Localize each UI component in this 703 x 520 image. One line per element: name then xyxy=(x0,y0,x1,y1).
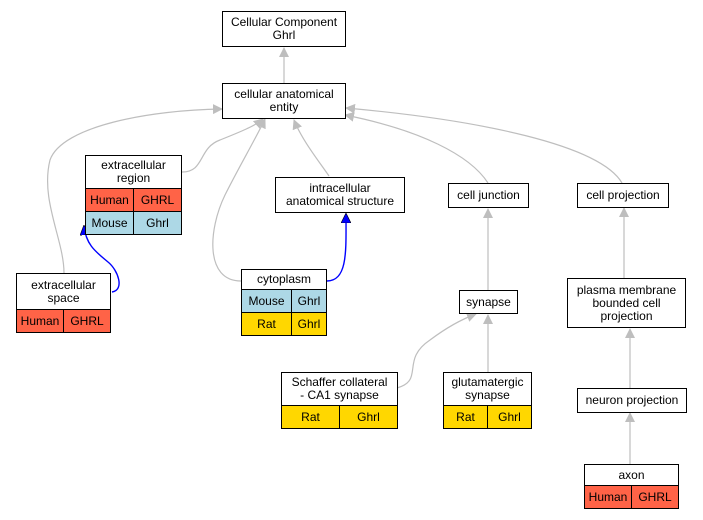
node-label-line: extracellular xyxy=(31,277,96,292)
node-schaffer-collateral-ca1-synapse[interactable]: Schaffer collateral - CA1 synapse Rat Gh… xyxy=(281,372,398,429)
node-label-line: cellular anatomical xyxy=(234,87,334,101)
edge-cj-to-cae xyxy=(344,111,489,184)
node-label-line: Schaffer collateral xyxy=(291,375,388,389)
node-label-line: cytoplasm xyxy=(256,272,312,286)
edge-ecr-to-cae xyxy=(181,118,264,173)
gene-cell: Ghrl xyxy=(291,313,326,335)
annotation-row-rat: Rat Ghrl xyxy=(444,405,531,428)
species-cell: Human xyxy=(90,192,129,207)
node-label-line: bounded cell xyxy=(592,295,661,310)
annotation-row-human: Human GHRL xyxy=(86,188,181,211)
edge-cp-to-cae xyxy=(345,103,623,184)
node-cytoplasm[interactable]: cytoplasm Mouse Ghrl Rat Ghrl xyxy=(241,269,327,336)
node-label-line: entity xyxy=(269,100,299,114)
gene-cell: GHRL xyxy=(631,486,678,508)
species-cell: Human xyxy=(20,313,60,328)
species-cell: Rat xyxy=(301,409,320,424)
annotation-row-mouse: Mouse Ghrl xyxy=(86,211,181,234)
node-label-line: axon xyxy=(618,467,645,482)
node-cellular-component-ghrl[interactable]: Cellular Component Ghrl xyxy=(222,11,346,47)
node-label-line: anatomical structure xyxy=(285,194,395,208)
annotation-row-rat: Rat Ghrl xyxy=(242,312,326,335)
node-label-line: region xyxy=(116,171,151,185)
species-cell: Rat xyxy=(456,409,475,424)
node-label-line: Cellular Component xyxy=(230,15,338,29)
node-label-line: Ghrl xyxy=(272,28,296,42)
node-axon[interactable]: axon Human GHRL xyxy=(584,464,679,509)
node-intracellular-anatomical-structure[interactable]: intracellular anatomical structure xyxy=(275,177,405,213)
species-cell: Rat xyxy=(257,316,276,331)
edge-ecs-to-ecr-homology xyxy=(84,226,120,293)
node-glutamatergic-synapse[interactable]: glutamatergic synapse Rat Ghrl xyxy=(443,372,532,429)
node-label-line: neuron projection xyxy=(585,393,679,407)
node-cell-projection[interactable]: cell projection xyxy=(577,183,669,208)
node-synapse[interactable]: synapse xyxy=(459,290,518,314)
annotation-row-mouse: Mouse Ghrl xyxy=(242,289,326,312)
gene-cell: Ghrl xyxy=(133,212,181,234)
edge-schaffer-to-syn xyxy=(396,312,477,389)
node-label-line: plasma membrane xyxy=(576,282,677,297)
node-label-line: - CA1 synapse xyxy=(300,388,379,402)
gene-cell: Ghrl xyxy=(339,406,397,428)
node-label-line: cell projection xyxy=(586,188,660,202)
gene-cell: Ghrl xyxy=(291,290,326,312)
node-cell-junction[interactable]: cell junction xyxy=(448,183,529,208)
node-label-line: synapse xyxy=(466,294,511,309)
gene-cell: GHRL xyxy=(133,189,181,211)
gene-cell: Ghrl xyxy=(487,406,531,428)
node-label-line: glutamatergic xyxy=(451,375,524,389)
node-neuron-projection[interactable]: neuron projection xyxy=(577,388,687,413)
annotation-row-human: Human GHRL xyxy=(585,485,678,508)
node-label-line: intracellular xyxy=(309,181,371,195)
species-cell: Mouse xyxy=(91,215,128,230)
node-extracellular-space[interactable]: extracellular space Human GHRL xyxy=(16,273,111,333)
node-label-line: extracellular xyxy=(101,158,166,172)
node-label-line: synapse xyxy=(465,388,510,402)
gene-cell: GHRL xyxy=(63,310,110,332)
node-label-line: projection xyxy=(600,308,653,323)
node-extracellular-region[interactable]: extracellular region Human GHRL Mouse Gh… xyxy=(85,155,182,235)
edge-ias-to-cae xyxy=(292,119,330,177)
annotation-row-rat: Rat Ghrl xyxy=(282,405,397,428)
node-cellular-anatomical-entity[interactable]: cellular anatomical entity xyxy=(222,83,346,119)
annotation-row-human: Human GHRL xyxy=(17,309,110,332)
edge-cyto-to-cae xyxy=(212,118,266,282)
node-label-line: cell junction xyxy=(457,188,520,202)
edge-cyto-to-ias-homology xyxy=(326,214,346,282)
species-cell: Mouse xyxy=(248,293,285,308)
node-label-line: space xyxy=(47,290,80,305)
edge-ecs-to-cae xyxy=(46,104,223,274)
node-plasma-membrane-bounded-cell-projection[interactable]: plasma membrane bounded cell projection xyxy=(567,278,686,328)
species-cell: Human xyxy=(588,489,628,504)
